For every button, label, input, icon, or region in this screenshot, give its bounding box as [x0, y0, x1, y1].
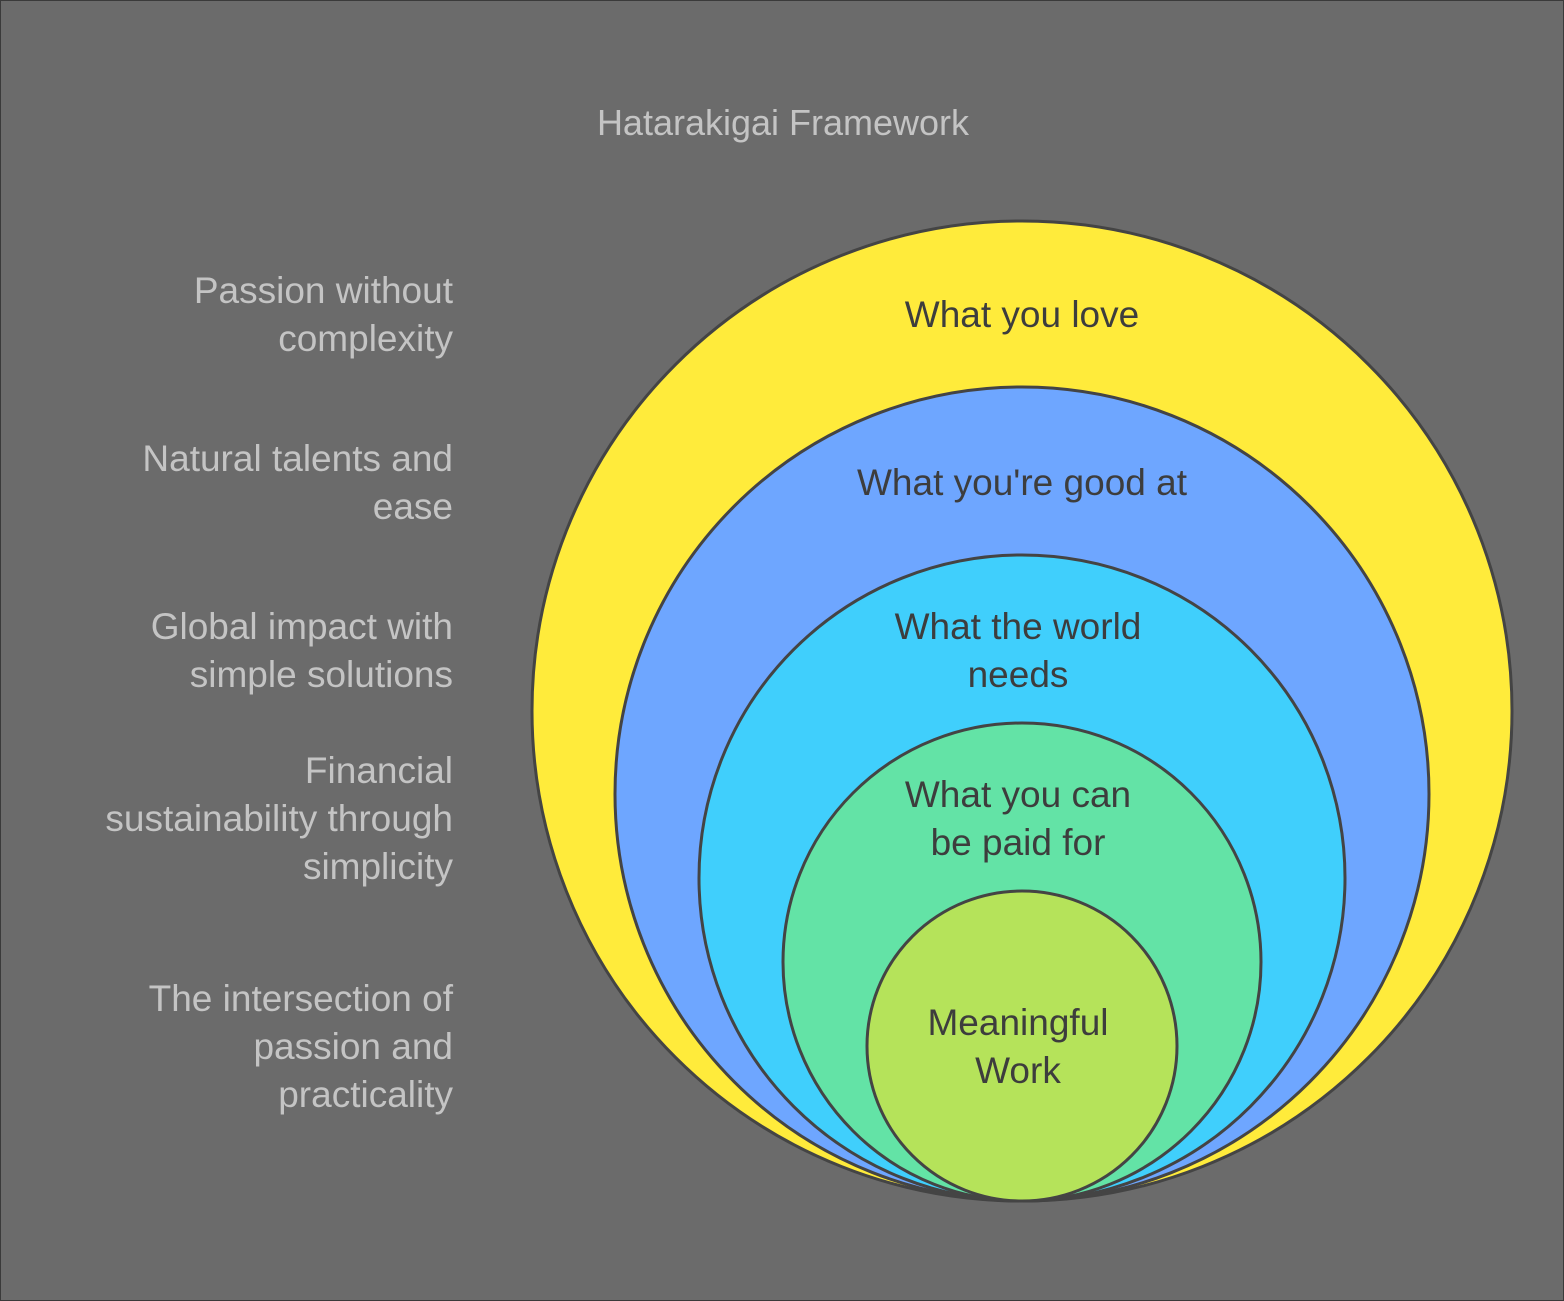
circle-meaningful-work: [865, 889, 1179, 1203]
side-label-love-line-2: complexity: [278, 318, 453, 359]
side-label-paid-for-line-3: simplicity: [302, 846, 453, 887]
side-label-good-at: Natural talents and ease: [33, 435, 453, 531]
side-label-love-line-1: Passion without: [193, 270, 453, 311]
ring-label-world-needs-line-1: What the world: [895, 606, 1142, 647]
side-label-world-needs: Global impact with simple solutions: [33, 603, 453, 699]
ring-label-meaningful-work-line-1: Meaningful: [927, 1002, 1108, 1043]
side-label-paid-for: Financial sustainability through simplic…: [33, 747, 453, 891]
side-label-meaningful-work-line-1: The intersection of: [148, 978, 453, 1019]
ring-label-paid-for-line-1: What you can: [905, 774, 1131, 815]
side-label-paid-for-line-1: Financial: [304, 750, 453, 791]
ring-label-world-needs-line-2: needs: [968, 654, 1069, 695]
side-label-good-at-line-2: ease: [372, 486, 453, 527]
side-label-world-needs-line-1: Global impact with: [150, 606, 453, 647]
side-label-love: Passion without complexity: [33, 267, 453, 363]
ring-label-what-you-love: What you love: [905, 294, 1139, 335]
ring-label-paid-for-line-2: be paid for: [931, 822, 1106, 863]
side-label-paid-for-line-2: sustainability through: [105, 798, 453, 839]
side-label-meaningful-work-line-3: practicality: [278, 1074, 453, 1115]
side-label-meaningful-work: The intersection of passion and practica…: [33, 975, 453, 1119]
ring-label-meaningful-work-line-2: Work: [975, 1050, 1061, 1091]
side-label-world-needs-line-2: simple solutions: [189, 654, 453, 695]
diagram-title: Hatarakigai Framework: [596, 102, 970, 143]
side-label-good-at-line-1: Natural talents and: [142, 438, 453, 479]
ring-label-what-youre-good-at: What you're good at: [857, 462, 1188, 503]
side-label-meaningful-work-line-2: passion and: [253, 1026, 453, 1067]
